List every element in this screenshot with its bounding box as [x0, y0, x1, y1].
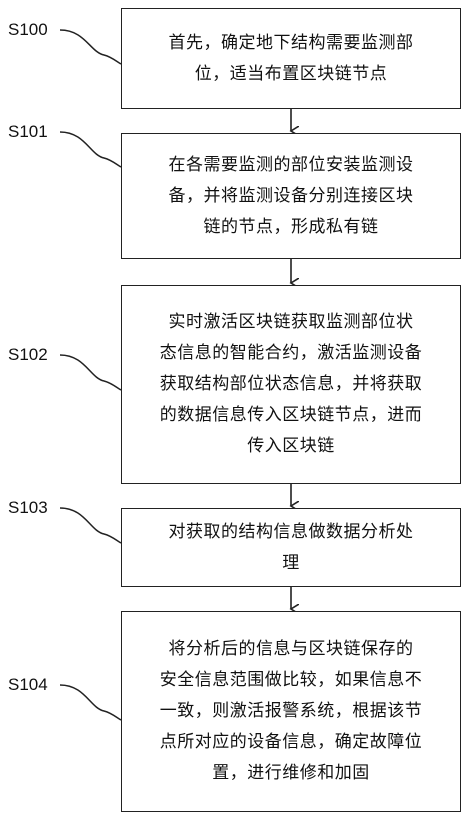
- leader-line-s104: [59, 684, 122, 721]
- step-label-s100: S100: [8, 20, 48, 39]
- step-text-s103: 对获取的结构信息做数据分析处 理: [168, 521, 414, 573]
- leader-line-s103: [59, 507, 122, 544]
- step-text-s102: 实时激活区块链获取监测部位状 态信息的智能合约，激活监测设备 获取结构部位状态信…: [159, 312, 423, 456]
- step-box-s103: 对获取的结构信息做数据分析处 理: [121, 508, 461, 587]
- step-label-s102: S102: [8, 345, 48, 364]
- step-box-s102: 实时激活区块链获取监测部位状 态信息的智能合约，激活监测设备 获取结构部位状态信…: [121, 285, 461, 484]
- leader-line-s102: [59, 354, 122, 391]
- leader-line-s100: [59, 29, 122, 65]
- step-label-s101: S101: [8, 122, 48, 141]
- step-text-s104: 将分析后的信息与区块链保存的 安全信息范围做比较，如果信息不 一致，则激活报警系…: [159, 639, 423, 783]
- step-box-s101: 在各需要监测的部位安装监测设 备，并将监测设备分别连接区块 链的节点，形成私有链: [121, 133, 461, 259]
- step-text-s100: 首先，确定地下结构需要监测部 位，适当布置区块链节点: [168, 32, 414, 84]
- step-box-s100: 首先，确定地下结构需要监测部 位，适当布置区块链节点: [121, 8, 461, 109]
- step-box-s104: 将分析后的信息与区块链保存的 安全信息范围做比较，如果信息不 一致，则激活报警系…: [121, 611, 461, 812]
- step-label-s103: S103: [8, 498, 48, 517]
- step-text-s101: 在各需要监测的部位安装监测设 备，并将监测设备分别连接区块 链的节点，形成私有链: [168, 154, 414, 237]
- step-label-s104: S104: [8, 675, 48, 694]
- leader-line-s101: [59, 131, 122, 168]
